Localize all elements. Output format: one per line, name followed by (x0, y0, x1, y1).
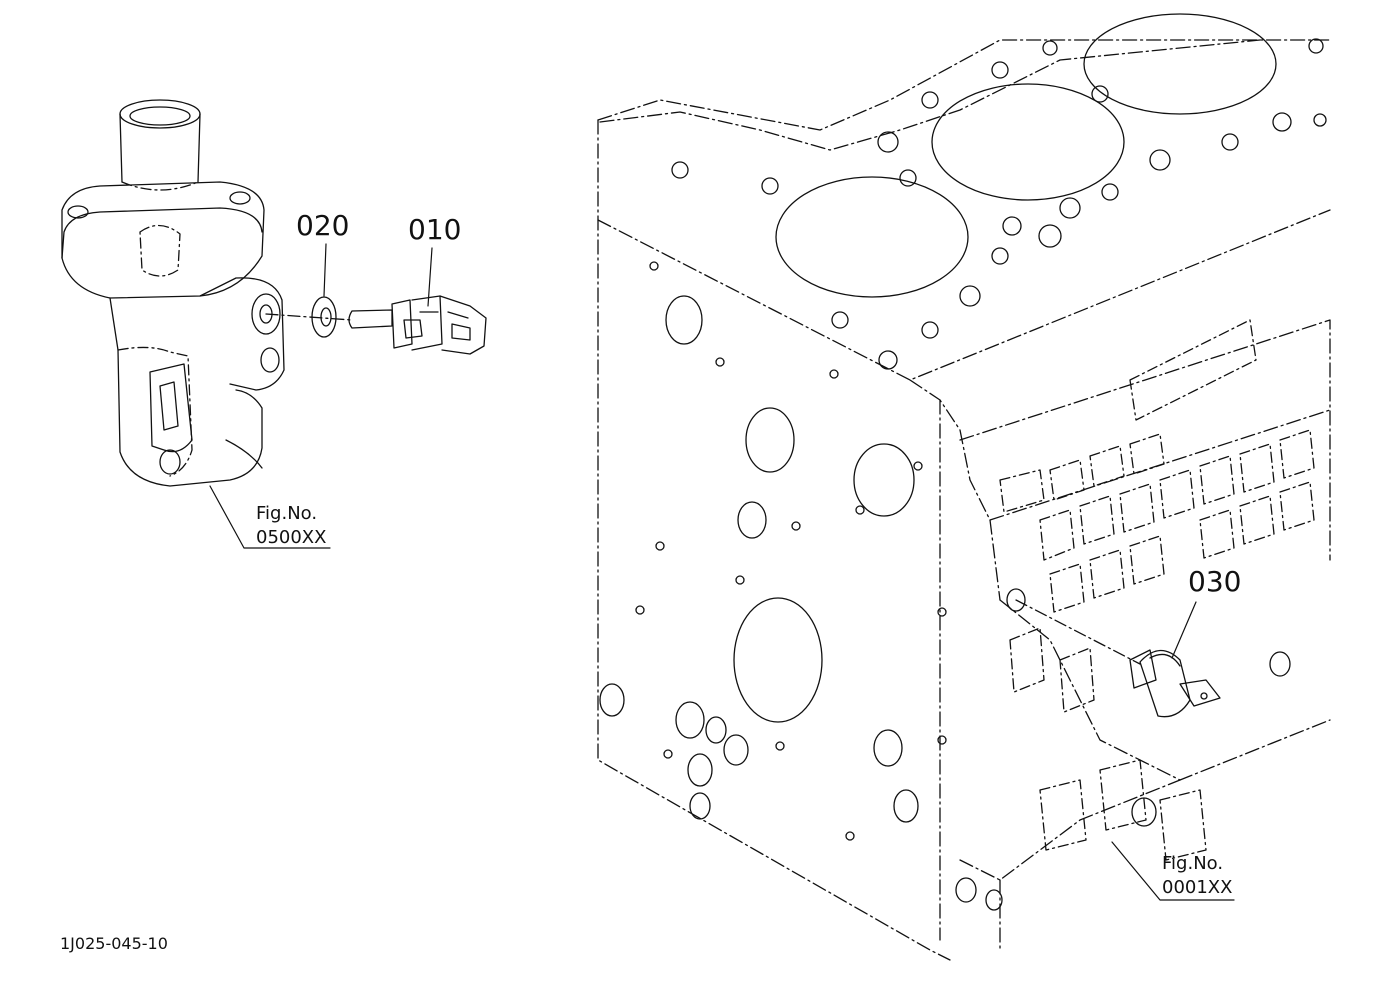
block-face-holes (599, 261, 947, 841)
fig-ref-thermostat-line2: 0500XX (256, 527, 327, 548)
block-bosses (955, 588, 1291, 911)
side-ribs (999, 319, 1315, 861)
fig-ref-thermostat: Fig.No. 0500XX (256, 502, 326, 550)
callout-020: 020 (296, 209, 350, 242)
engine-block (597, 39, 1331, 961)
leader-lines (209, 243, 1235, 901)
temperature-sensor-010 (348, 295, 487, 355)
oil-pressure-switch-030 (1129, 649, 1221, 718)
callout-010: 010 (408, 213, 462, 246)
cylinder-bores (775, 13, 1277, 298)
fig-ref-block-line2: 0001XX (1162, 877, 1233, 898)
fig-ref-block-line1: Fig.No. (1162, 853, 1224, 874)
thermostat-housing (61, 99, 285, 487)
fig-ref-block: Fig.No. 0001XX (1162, 852, 1232, 900)
document-id: 1J025-045-10 (60, 934, 168, 953)
callout-030: 030 (1188, 565, 1242, 598)
fig-ref-thermostat-line1: Fig.No. (256, 503, 318, 524)
head-gasket-holes (671, 38, 1327, 370)
